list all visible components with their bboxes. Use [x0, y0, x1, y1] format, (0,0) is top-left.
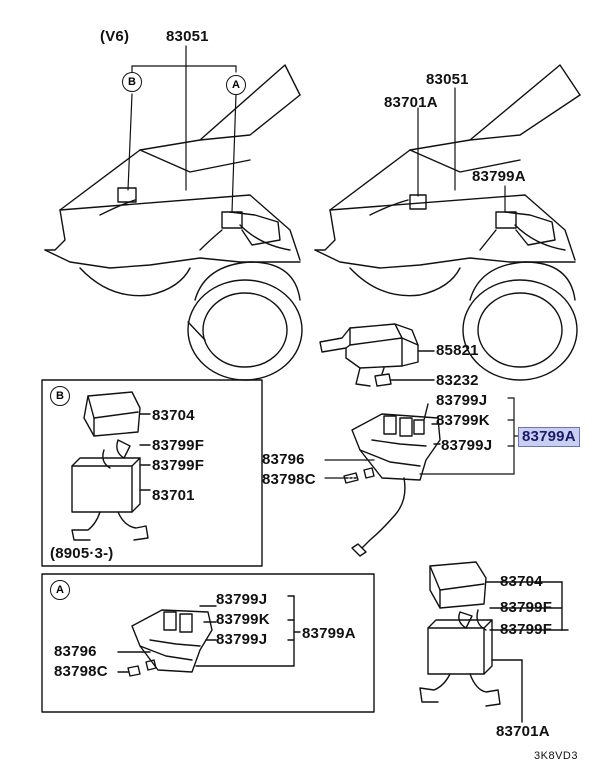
box-b-part-83704: 83704 — [152, 407, 195, 424]
box-a-part-83799J-lower: 83799J — [216, 631, 268, 648]
diagram-code: 3K8VD3 — [534, 750, 578, 762]
right-part-83799F-2: 83799F — [500, 621, 553, 638]
part-83799K: 83799K — [436, 412, 490, 429]
box-a-marker: A — [50, 580, 70, 600]
callout-a-marker: A — [226, 75, 246, 95]
part-83799A-highlight[interactable]: 83799A — [518, 427, 580, 447]
leader-lines-right — [417, 87, 506, 213]
part-83799A-top: 83799A — [472, 168, 526, 185]
vehicle-right-illustration — [314, 64, 581, 381]
part-83051-left: 83051 — [166, 28, 209, 45]
part-83051-right: 83051 — [426, 71, 469, 88]
vehicle-left-illustration — [44, 64, 303, 381]
detail-box-b — [41, 379, 263, 567]
box-a-part-83796: 83796 — [54, 643, 97, 660]
variant-label: (V6) — [100, 28, 130, 45]
box-a-part-83799K: 83799K — [216, 611, 270, 628]
box-a-part-83799A: 83799A — [302, 625, 356, 642]
part-83798C: 83798C — [262, 471, 316, 488]
callout-b-marker: B — [122, 72, 142, 92]
part-83232: 83232 — [436, 372, 479, 389]
right-part-83701A: 83701A — [496, 723, 550, 740]
part-83799J-lower: 83799J — [441, 437, 493, 454]
box-b-date-code: (8905·3-) — [50, 545, 114, 562]
box-b-marker: B — [50, 386, 70, 406]
right-part-83799F-1: 83799F — [500, 599, 553, 616]
part-83799J-upper: 83799J — [436, 392, 488, 409]
detail-box-a — [41, 573, 375, 713]
box-a-part-83799J-upper: 83799J — [216, 591, 268, 608]
box-a-part-83798C: 83798C — [54, 663, 108, 680]
part-83796: 83796 — [262, 451, 305, 468]
right-part-83704: 83704 — [500, 573, 543, 590]
leader-lines-left — [127, 45, 237, 213]
part-83701A-top: 83701A — [384, 94, 438, 111]
part-85821: 85821 — [436, 342, 479, 359]
bracket-85821 — [319, 323, 435, 387]
box-b-part-83799F-2: 83799F — [152, 457, 205, 474]
box-b-part-83799F-1: 83799F — [152, 437, 205, 454]
box-b-part-83701: 83701 — [152, 487, 195, 504]
assembly-83701A-right — [419, 561, 569, 723]
connector-83799A-center — [343, 403, 441, 557]
bolt-83232 — [374, 367, 435, 387]
